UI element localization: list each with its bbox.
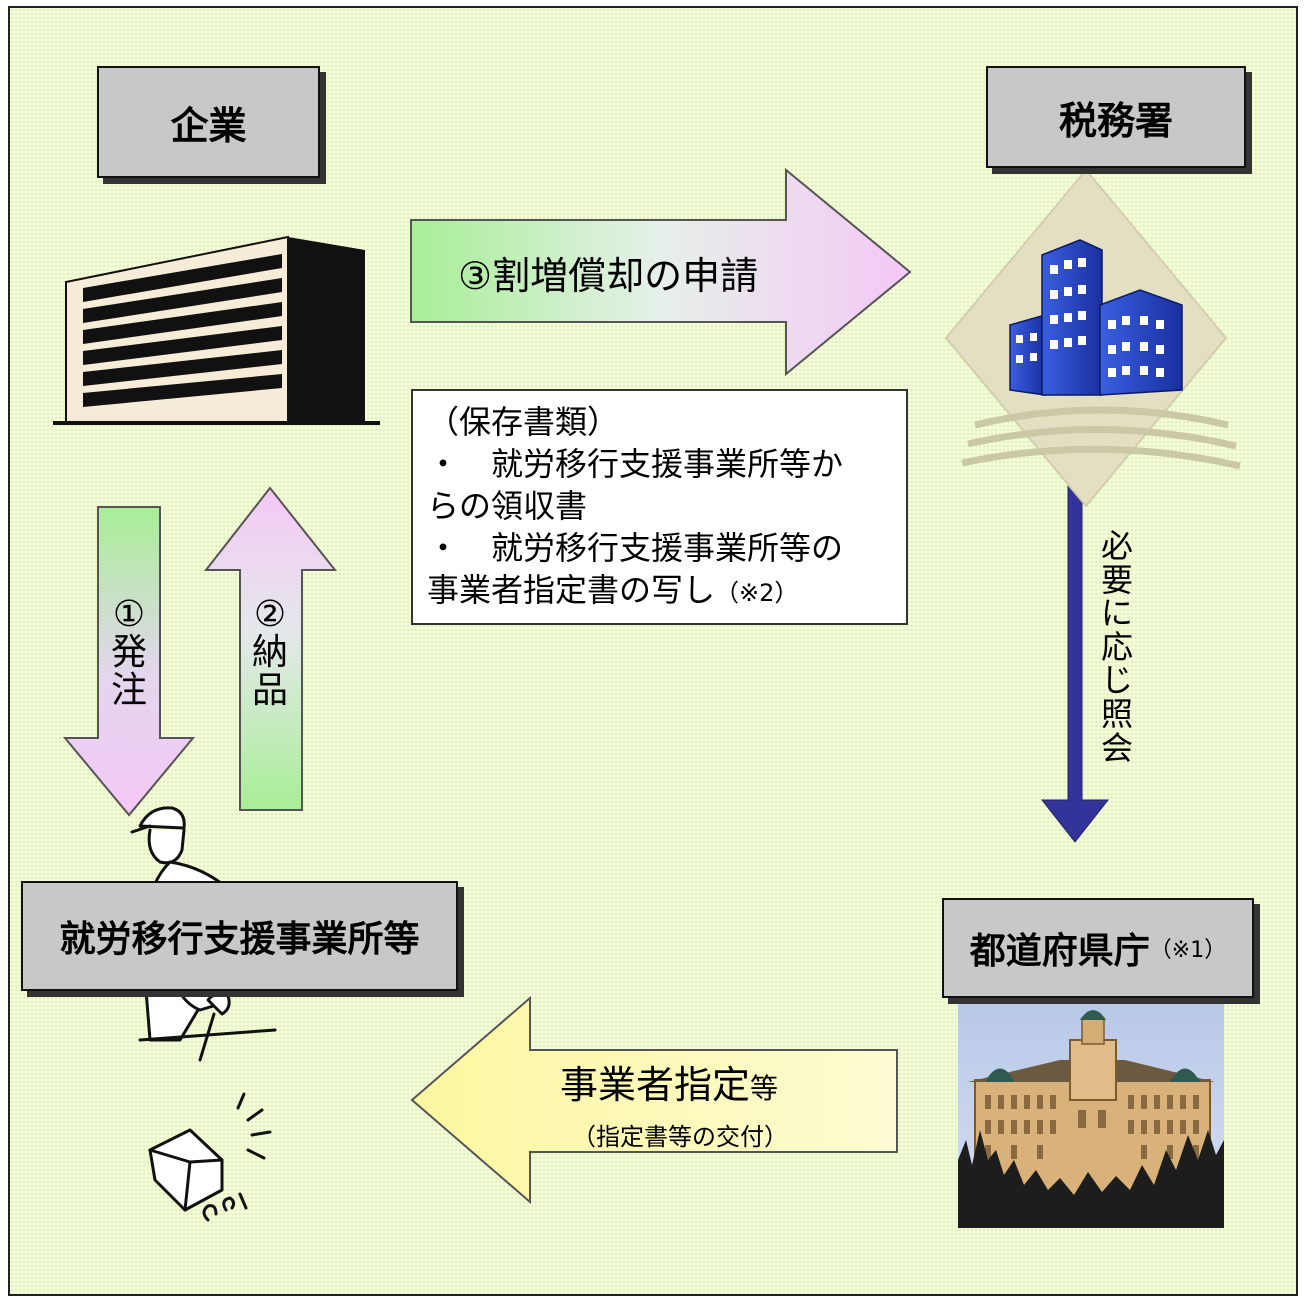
company-label-text: 企業 — [170, 103, 247, 148]
support-office-label: 就労移行支援事業所等 — [21, 881, 458, 991]
delivery-label-char-2: 納 — [251, 631, 288, 673]
inquiry-char-1: 必 — [1100, 527, 1133, 565]
support-office-label-text: 就労移行支援事業所等 — [59, 919, 420, 960]
apply-arrow-label: ③割増償却の申請 — [458, 254, 758, 298]
company-building-icon — [53, 235, 380, 425]
designation-arrow-sublabel: （指定書等の交付） — [572, 1123, 788, 1151]
inquiry-arrow — [1040, 481, 1110, 843]
prefecture-label-text: 都道府県庁 — [969, 931, 1150, 972]
order-label-char-1: ① — [112, 594, 146, 635]
delivery-arrow — [203, 486, 338, 811]
order-arrow — [62, 506, 196, 817]
documents-line-2: らの領収書 — [427, 487, 588, 525]
documents-line-3: ・ 就労移行支援事業所等の — [427, 529, 844, 567]
inquiry-char-6: 照 — [1100, 694, 1133, 733]
delivery-label-char-1: ② — [253, 594, 287, 635]
documents-line-1: ・ 就労移行支援事業所等か — [427, 445, 844, 483]
documents-line-4-text: 事業者指定書の写し — [427, 571, 716, 609]
documents-line-4: 事業者指定書の写し（※2） — [427, 569, 892, 614]
inquiry-char-3: に — [1100, 594, 1133, 633]
documents-line-4-note: （※2） — [715, 579, 799, 607]
inquiry-char-4: 応 — [1100, 627, 1133, 666]
tax-office-label: 税務署 — [986, 66, 1246, 168]
documents-title: （保存書類） — [427, 403, 620, 441]
inquiry-char-7: 会 — [1100, 728, 1133, 767]
designation-arrow-label: 事業者指定等 — [560, 1063, 778, 1107]
prefecture-building-icon — [958, 990, 1224, 1228]
company-label: 企業 — [97, 66, 320, 178]
apply-arrow — [410, 167, 912, 377]
worker-clipart-icon — [130, 806, 277, 1222]
inquiry-char-2: 要 — [1100, 560, 1133, 599]
prefecture-note: （※1） — [1149, 938, 1227, 963]
delivery-label-char-3: 品 — [251, 669, 288, 711]
order-label-char-2: 発 — [110, 631, 147, 673]
designation-arrow — [410, 995, 898, 1205]
tax-office-building-icon — [944, 168, 1241, 508]
delivery-arrow-label: ② 納 品 — [245, 596, 295, 709]
prefecture-label: 都道府県庁（※1） — [942, 898, 1254, 998]
inquiry-char-5: じ — [1100, 661, 1133, 700]
retained-documents-box: （保存書類） ・ 就労移行支援事業所等か らの領収書 ・ 就労移行支援事業所等の… — [411, 389, 908, 625]
inquiry-label: 必 要 に 応 じ 照 会 — [1094, 527, 1140, 767]
order-label-char-3: 注 — [110, 669, 147, 711]
tax-office-label-text: 税務署 — [1058, 98, 1173, 143]
order-arrow-label: ① 発 注 — [104, 596, 154, 709]
